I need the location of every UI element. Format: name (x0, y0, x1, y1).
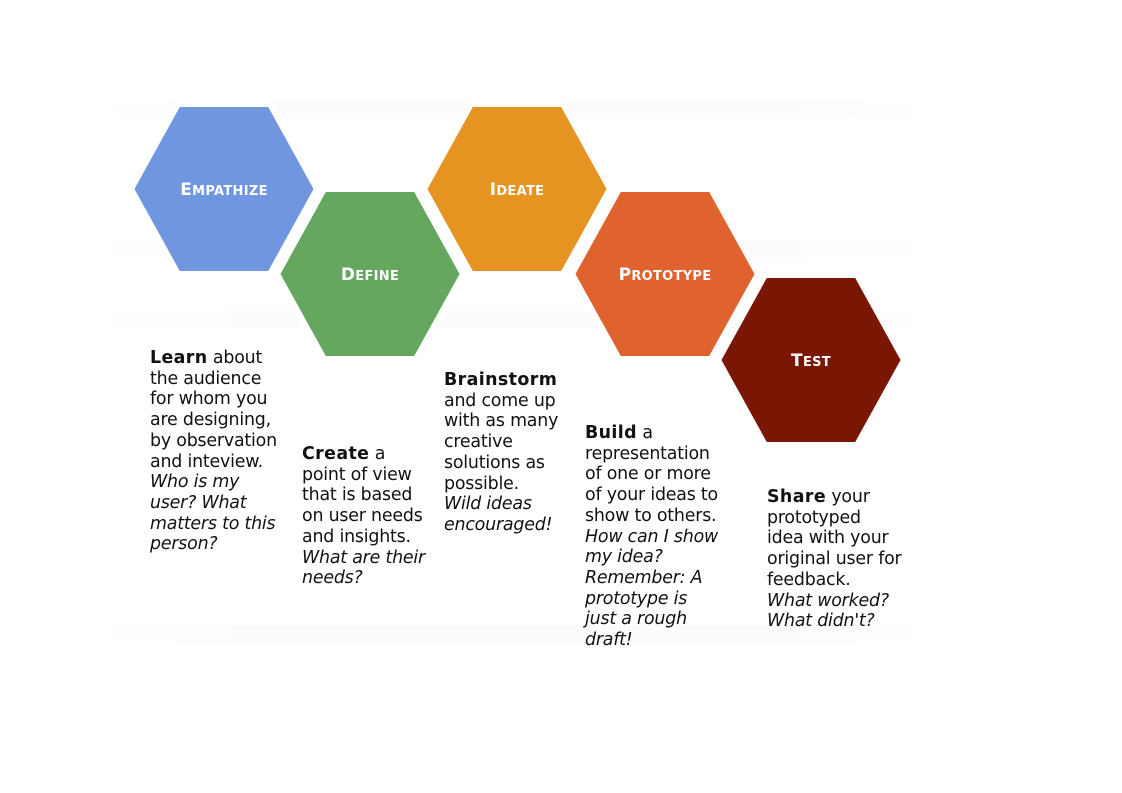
test-body-line: original user for (767, 549, 902, 570)
ideate-hexagon-shape (421, 101, 613, 277)
prototype-question-line: just a rough (585, 609, 687, 630)
define-hexagon-shape (274, 186, 466, 362)
test-hexagon: TEST (715, 272, 907, 448)
empathize-body-line: are designing, (150, 410, 271, 431)
prototype-body-line: representation (585, 443, 710, 464)
test-hexagon-label: TEST (791, 351, 831, 371)
prototype-question-line: Remember: A (585, 567, 703, 588)
define-question-line: What are their (302, 547, 425, 568)
ideate-hexagon-label: IDEATE (490, 180, 545, 200)
ideate-body-line: creative (444, 432, 513, 453)
prototype-hexagon: PROTOTYPE (569, 186, 761, 362)
test-question-line: What didn't? (767, 611, 875, 632)
prototype-question-line: prototype is (585, 588, 688, 609)
ideate-question-line: encouraged! (444, 514, 553, 535)
empathize-hexagon-label: EMPATHIZE (180, 180, 268, 200)
ideate-hexagon: IDEATE (421, 101, 613, 277)
define-body-line: that is based (302, 485, 413, 506)
prototype-question-line: my idea? (585, 547, 663, 568)
ideate-body-line: and come up (444, 390, 556, 411)
test-lead-word: Share (767, 487, 827, 507)
define-hexagon-label: DEFINE (341, 265, 399, 285)
test-question-line: What worked? (767, 590, 889, 611)
empathize-hexagon: EMPATHIZE (128, 101, 320, 277)
prototype-question-line: How can I show (585, 526, 719, 547)
define-lead-word: Create (302, 444, 370, 464)
prototype-hexagon-label: PROTOTYPE (619, 265, 712, 285)
test-body-line: idea with your (767, 528, 889, 549)
define-body-line: on user needs (302, 506, 423, 527)
ideate-body-line: with as many (444, 411, 559, 432)
empathize-body-line: the audience (150, 368, 262, 389)
prototype-lead-word: Build (585, 423, 638, 443)
test-body-line: prototyped (767, 507, 861, 528)
ideate-body-line: solutions as (444, 452, 545, 473)
define-question-line: needs? (302, 568, 363, 589)
prototype-hexagon-shape (569, 186, 761, 362)
test-body-line: your (826, 487, 870, 507)
ideate-body-line: possible. (444, 473, 519, 494)
ideate-lead-word: Brainstorm (444, 370, 558, 390)
define-body-line: a (369, 444, 386, 464)
empathize-question-line: matters to this (150, 513, 276, 534)
prototype-body-line: of one or more (585, 464, 711, 485)
empathize-body-line: about (207, 348, 263, 368)
prototype-body-line: a (637, 423, 653, 443)
define-hexagon: DEFINE (274, 186, 466, 362)
test-body-line: feedback. (767, 569, 851, 590)
empathize-question-line: person? (150, 534, 218, 555)
test-hexagon-shape (715, 272, 907, 448)
background-band (86, 625, 944, 643)
define-body-line: point of view (302, 464, 412, 485)
prototype-question-line: draft! (585, 630, 633, 651)
empathize-question-line: Who is my (150, 472, 240, 493)
empathize-body-line: and inteview. (150, 451, 263, 472)
define-body-line: and insights. (302, 526, 411, 547)
empathize-question-line: user? What (150, 492, 247, 513)
empathize-hexagon-shape (128, 101, 320, 277)
empathize-body-line: for whom you (150, 389, 268, 410)
empathize-lead-word: Learn (150, 348, 208, 368)
prototype-body-line: of your ideas to (585, 485, 718, 506)
empathize-body-line: by observation (150, 430, 277, 451)
prototype-body-line: show to others. (585, 505, 717, 526)
ideate-question-line: Wild ideas (444, 494, 532, 515)
